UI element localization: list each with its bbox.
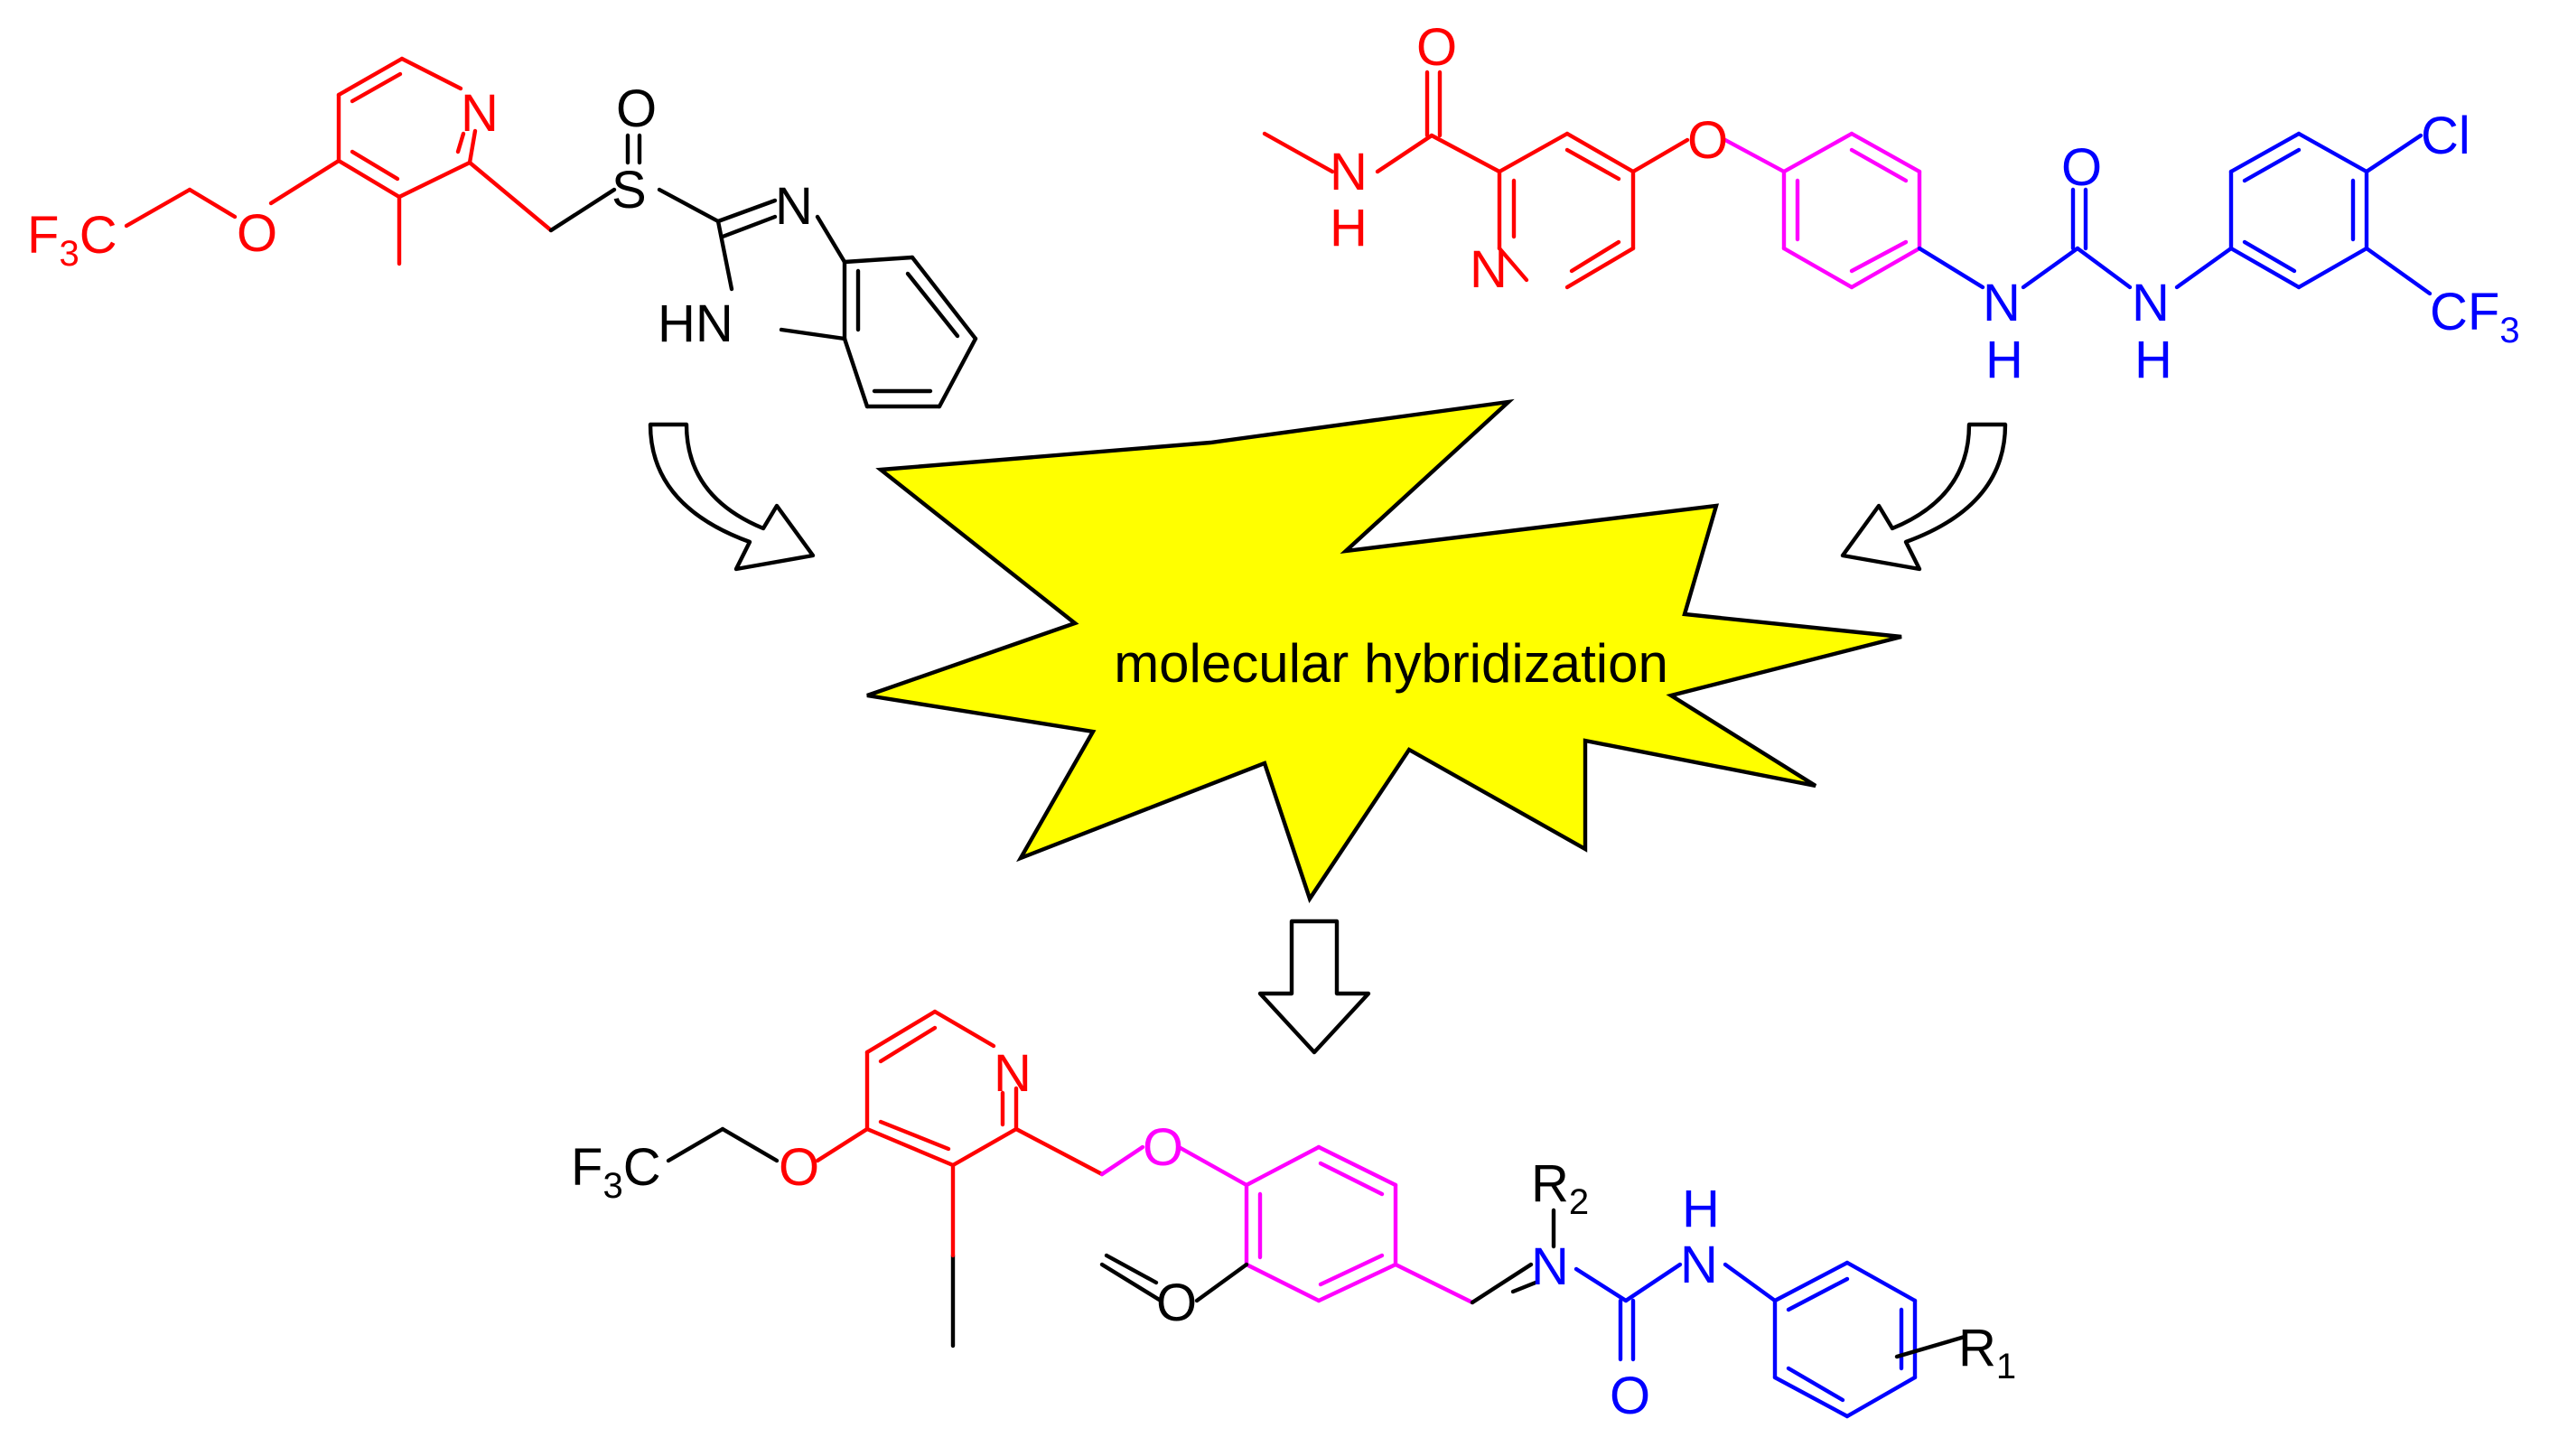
right-curved-arrow [1840, 422, 2008, 572]
left-o-ether: O [237, 204, 277, 263]
left-sulfinyl-o: O [616, 79, 657, 138]
right-cf3: CF3 [2430, 283, 2520, 350]
right-urea-h1: H [1985, 331, 2023, 389]
product-urea-n: N [1531, 1237, 1569, 1296]
product-urea-o: O [1610, 1367, 1650, 1425]
right-pyridine-n: N [1470, 240, 1508, 299]
product-ether-o: O [779, 1138, 819, 1197]
product-f3c: F3C [571, 1138, 661, 1206]
product-molecule: N O F3C O O N R2 N H O R1 [571, 1009, 2016, 1425]
left-sulfur: S [612, 161, 647, 219]
right-urea-o: O [2061, 138, 2102, 197]
left-imidazole-nh: HN [658, 294, 733, 353]
right-urea-n1: N [1983, 274, 2021, 332]
left-f3c: F3C [27, 206, 117, 274]
left-molecule: N O F3C S O N HN [27, 56, 978, 409]
right-amide-h: H [1330, 199, 1368, 257]
product-methoxy-o: O [1156, 1274, 1197, 1332]
product-urea-nh-n: N [1680, 1236, 1718, 1294]
right-urea-h2: H [2134, 331, 2172, 389]
product-aryl-ether-o: O [1143, 1118, 1183, 1177]
right-molecule: O N H N O N H O N H Cl CF3 [1262, 18, 2520, 389]
left-curved-arrow [648, 422, 816, 572]
center-label: molecular hybridization [1114, 633, 1668, 694]
right-urea-n2: N [2132, 274, 2170, 332]
product-urea-nh-h: H [1682, 1180, 1720, 1238]
product-r1: R1 [1958, 1319, 2016, 1386]
product-pyridine-n: N [994, 1044, 1032, 1103]
right-ether-o: O [1687, 111, 1728, 170]
left-n-ring: N [461, 84, 499, 143]
down-arrow [1257, 919, 1371, 1055]
product-r2: R2 [1531, 1154, 1589, 1222]
hybridization-starburst [866, 398, 1902, 903]
left-pyridine-ring [124, 56, 554, 266]
right-chlorine: Cl [2421, 107, 2470, 165]
left-imidazole-n: N [775, 177, 813, 236]
right-amide-n: N [1330, 143, 1368, 201]
right-carbonyl-o: O [1416, 18, 1457, 77]
